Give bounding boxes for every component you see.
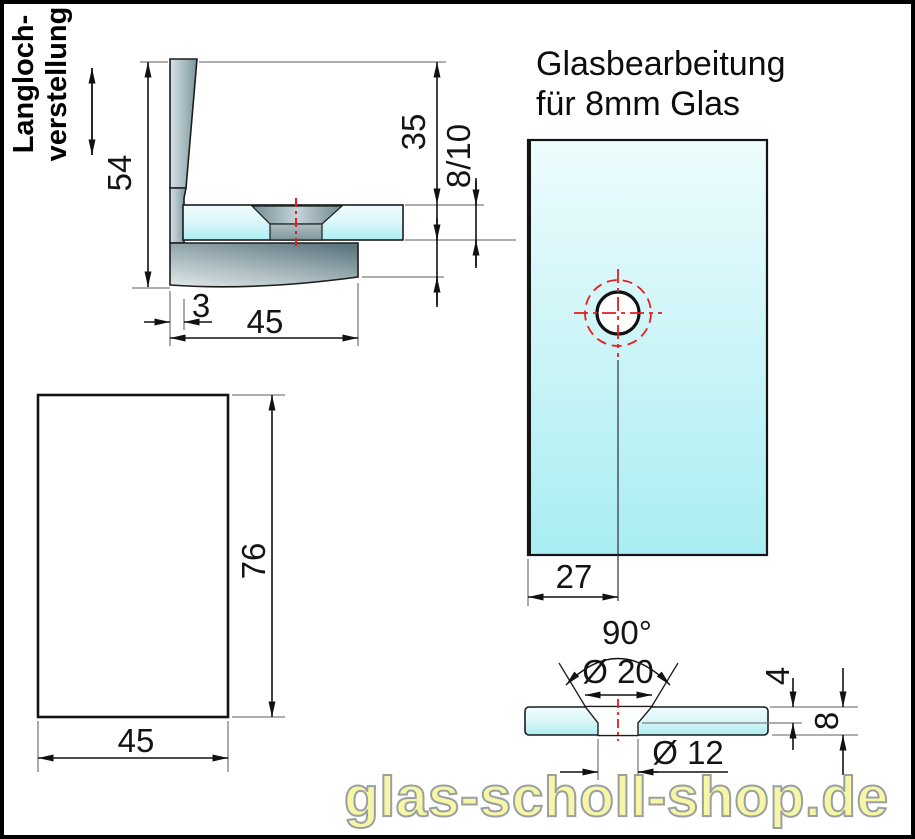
- shop-watermark: glas-scholl-shop.de: [343, 764, 889, 830]
- dim-label-3: 3: [191, 287, 211, 324]
- dim-label-45-side: 45: [246, 303, 284, 340]
- dim-label-90deg: 90°: [602, 614, 652, 651]
- slot-adjustment-line2: verstellung: [41, 6, 73, 162]
- glass-panel-view-shapes: [526, 138, 769, 557]
- hinge-front-outline: [36, 393, 230, 719]
- dim-label-76: 76: [235, 542, 272, 580]
- dim-label-8-10: 8/10: [440, 123, 477, 189]
- dim-label-4: 4: [759, 666, 796, 686]
- dim-label-54: 54: [101, 154, 138, 192]
- side-view-shapes: [169, 58, 404, 288]
- title-line2: für 8mm Glas: [536, 85, 741, 123]
- countersink-slant-left: [558, 662, 586, 707]
- glass-panel: [526, 138, 769, 557]
- hinge-base-plate: [169, 242, 359, 288]
- dim-label-35: 35: [395, 113, 432, 151]
- slot-adjustment-note: Langloch- verstellung: [8, 7, 74, 162]
- dim-label-dia20: Ø 20: [582, 653, 654, 690]
- red-center-marks: [295, 198, 662, 741]
- dim-label-27: 27: [555, 558, 593, 595]
- dim-label-8: 8: [808, 711, 845, 731]
- dimension-lines: [38, 62, 847, 776]
- dim-label-dia12: Ø 12: [652, 734, 724, 771]
- dim-arc-90deg: [565, 657, 671, 686]
- countersink-slant-right: [651, 662, 679, 707]
- title-line1: Glasbearbeitung: [536, 45, 786, 83]
- glass-processing-title: Glasbearbeitung für 8mm Glas: [536, 44, 786, 124]
- slot-adjustment-line1: Langloch-: [8, 14, 40, 154]
- front-view-shapes: [36, 393, 230, 719]
- dim-label-45-front: 45: [117, 722, 155, 759]
- hinge-wall-plate: [169, 58, 198, 189]
- section-view-shapes: [524, 705, 769, 737]
